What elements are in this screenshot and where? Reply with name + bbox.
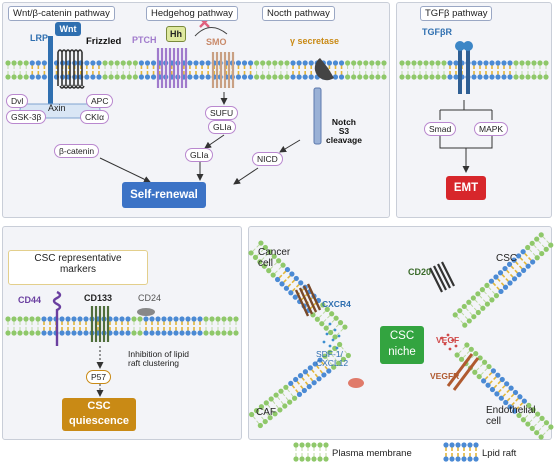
wnt-ligand: Wnt	[55, 22, 81, 36]
cd133-marker	[90, 306, 110, 342]
dvl-pill: Dvl	[6, 94, 29, 108]
apc-pill: APC	[86, 94, 114, 108]
ptch-smo-inhibit-arc	[194, 27, 228, 37]
cd133-label: CD133	[84, 293, 113, 303]
tgf-split-lines	[439, 100, 493, 120]
glia-pill-1: GLIa	[208, 120, 237, 134]
legend-plasma-membrane-icon	[293, 442, 329, 462]
p57-pill: P57	[86, 370, 112, 384]
cxcr4-label: CXCR4	[322, 299, 351, 309]
frizzled-receptor	[57, 49, 85, 89]
ck1a-pill: CKIα	[80, 110, 110, 124]
frizzled-label: Frizzled	[86, 36, 122, 47]
notch-pathway-tab: Nocth pathway	[262, 6, 335, 21]
vegfr-label: VEGFR	[430, 371, 460, 381]
legend-plasma-membrane: Plasma membrane	[332, 448, 412, 459]
gamma-secretase-label: γ secretase	[290, 36, 340, 46]
sdf1-label: SDF-1/CXCL12	[316, 349, 349, 368]
membrane-markers	[5, 316, 239, 336]
smad-pill: Smad	[424, 122, 457, 136]
emt-box: EMT	[446, 176, 486, 200]
caf-label: CAF	[256, 407, 276, 418]
membrane-top-left	[5, 60, 387, 80]
smo-label: SMO	[206, 37, 227, 47]
sdf1-dots	[322, 322, 341, 350]
catenin-to-selfrenewal-arrow	[99, 157, 151, 183]
tgf-pathway-tab: TGFβ pathway	[420, 6, 493, 21]
beta-catenin-pill: β-catenin	[54, 144, 100, 158]
glia-pill-2: GLIa	[185, 148, 214, 162]
self-renewal-box: Self-renewal	[122, 182, 206, 208]
vegfr-receptor	[446, 353, 480, 391]
mapk-pill: MAPK	[474, 122, 509, 136]
cd44-marker	[52, 290, 62, 346]
cd44-label: CD44	[18, 295, 42, 305]
sufu-to-glia-arrow	[204, 134, 225, 149]
arrows	[96, 92, 493, 397]
tgfbr-label: TGFβR	[422, 27, 452, 37]
sufu-pill: SUFU	[205, 106, 239, 120]
cxcr4-receptor	[294, 283, 322, 317]
membrane-caf	[249, 341, 351, 429]
axin-label: Axin	[48, 103, 66, 113]
nicd-to-selfrenewal-arrow	[233, 167, 259, 185]
hedgehog-pathway-tab: Hedgehog pathway	[146, 6, 238, 21]
notch-receptor	[313, 87, 322, 145]
ptch-receptor	[156, 48, 188, 88]
smo-receptor	[211, 52, 235, 88]
vegf-dots	[440, 333, 458, 351]
membrane-cancer-cell	[248, 240, 348, 340]
ptch-label: PTCH	[132, 35, 157, 45]
legend-lipid-raft-icon	[443, 442, 479, 462]
cd20-receptor	[429, 261, 455, 293]
tgf-receptor	[455, 41, 473, 94]
membrane-tgf	[399, 60, 549, 80]
cd20-label: CD20	[408, 267, 432, 277]
smad-mapk-merge	[439, 136, 493, 172]
lrp-receptor	[48, 36, 53, 118]
csc-label: CSC	[496, 253, 518, 264]
caf-ligand	[348, 378, 364, 388]
lrp-label: LRP	[30, 33, 48, 43]
legend-lipid-raft: Lpid raft	[482, 448, 517, 459]
cd24-marker	[137, 308, 155, 316]
hh-ligand: Hh	[166, 26, 186, 42]
membrane-csc	[452, 232, 554, 328]
wnt-pathway-tab: Wnt/β-catenin pathway	[8, 6, 115, 21]
gsk3b-pill: GSK-3β	[6, 110, 47, 124]
notch-to-nicd-arrow	[279, 139, 301, 153]
gamma-secretase-icon	[314, 58, 334, 81]
cd24-label: CD24	[138, 293, 162, 303]
vegf-label: VEGF	[436, 335, 460, 345]
nicd-pill: NICD	[252, 152, 283, 166]
